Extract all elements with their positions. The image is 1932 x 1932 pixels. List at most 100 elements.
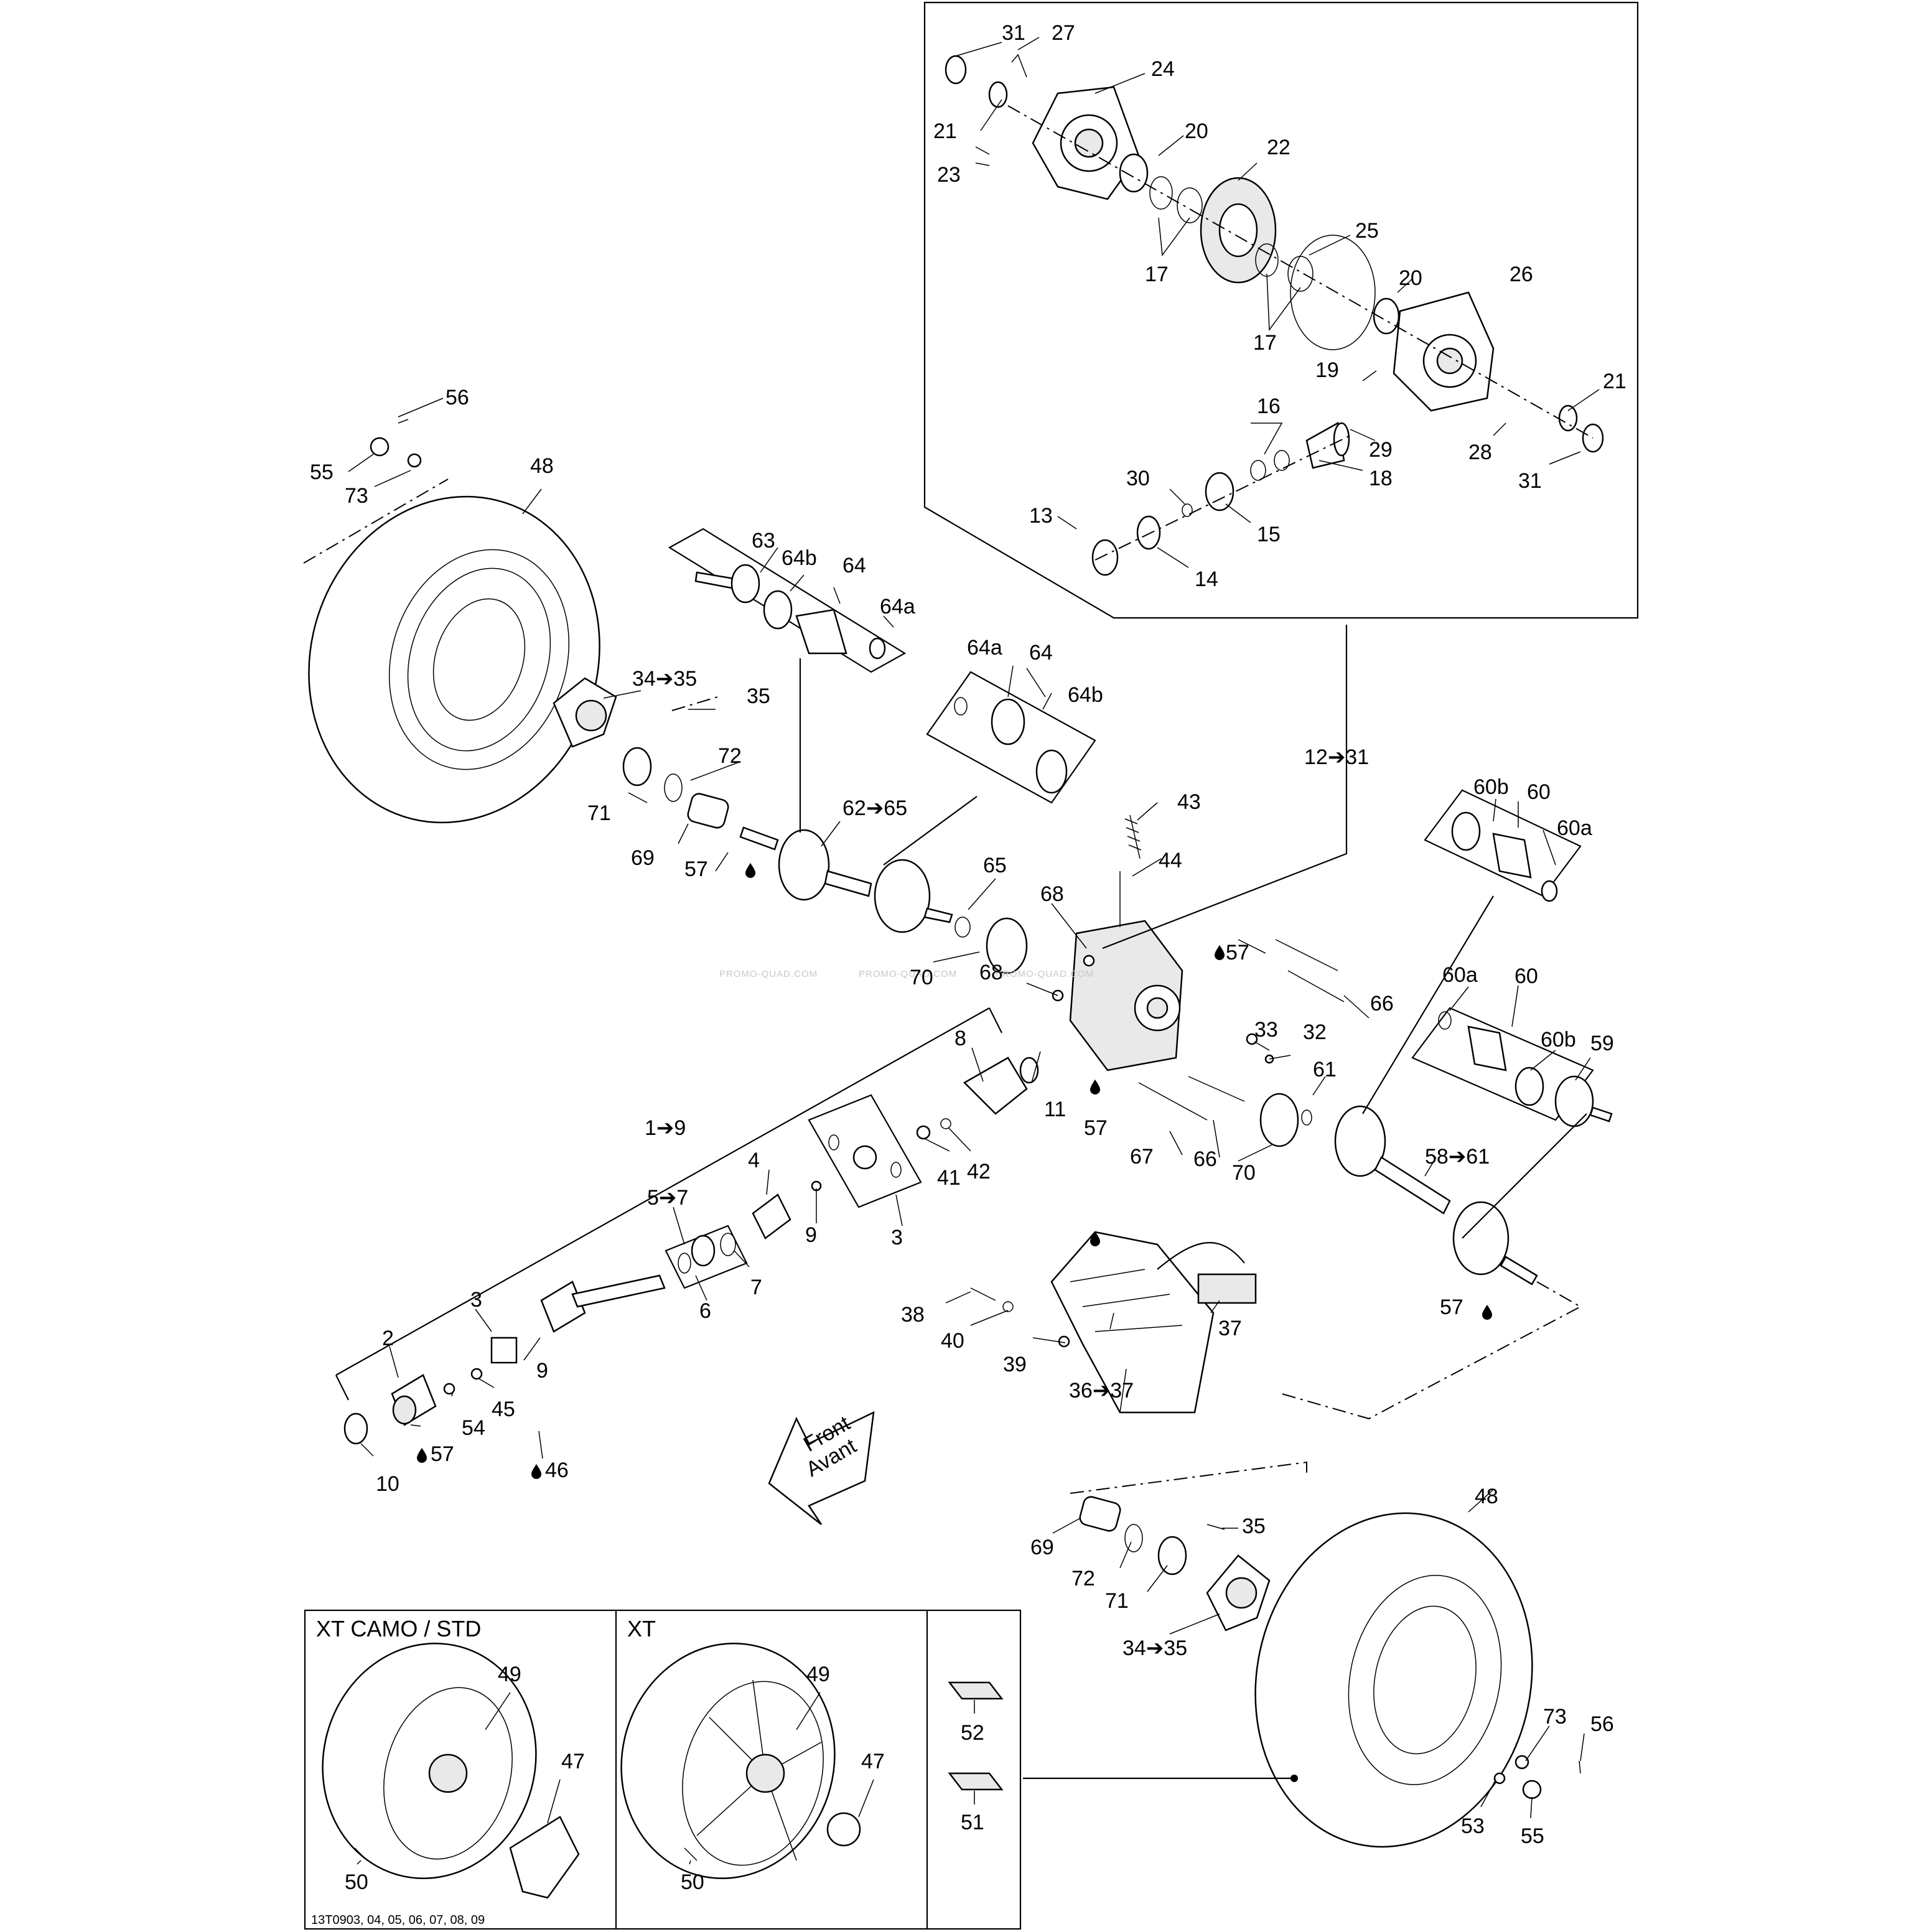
label-68: 68 (1040, 882, 1064, 906)
nut-55b (1522, 1780, 1542, 1799)
label-9: 9 (805, 1223, 817, 1247)
seal-71 (622, 747, 652, 786)
label-15: 15 (1257, 523, 1281, 546)
label-23: 23 (937, 163, 961, 187)
label-67: 67 (1130, 1145, 1154, 1169)
label-62-65: 62➔65 (842, 796, 907, 820)
bearing-20 (1119, 153, 1149, 193)
label-71: 71 (587, 801, 611, 825)
washer-42 (940, 1118, 951, 1129)
variant-title-xt-camo-std: XT CAMO / STD (316, 1616, 481, 1641)
label-35: 35 (747, 684, 770, 708)
label-33: 33 (1254, 1018, 1278, 1042)
label-68b: 68 (979, 961, 1003, 984)
wheel-rear-right (1254, 1512, 1533, 1848)
label-47b: 47 (861, 1750, 885, 1773)
label-55b: 55 (1521, 1824, 1544, 1848)
cv-joint-59 (1554, 1075, 1613, 1127)
seal-31-top (945, 55, 967, 85)
differential-inset (923, 1, 1639, 619)
label-60a-b: 60a (1442, 963, 1478, 987)
label-21: 21 (933, 119, 957, 143)
cotter-pin-56b (1579, 1760, 1581, 1774)
seal-10 (343, 1412, 368, 1445)
label-60b-b: 60b (1541, 1028, 1576, 1052)
label-26: 26 (1510, 263, 1533, 286)
label-21b: 21 (1603, 370, 1626, 393)
label-30: 30 (1126, 467, 1150, 490)
boot-kit-64-middle (926, 671, 1096, 804)
wheel-hub (553, 677, 617, 748)
label-3b: 3 (470, 1288, 482, 1312)
skid-guard (1050, 1231, 1215, 1414)
bearing-15 (1205, 472, 1234, 511)
drive-shaft-rear-right (1334, 1105, 1538, 1286)
label-64a-b: 64a (967, 636, 1002, 660)
bearing-69b (1079, 1496, 1121, 1532)
label-47: 47 (561, 1750, 585, 1773)
label-64: 64 (842, 554, 866, 577)
propeller-shaft (540, 1274, 666, 1333)
watermark-3: PROMO-QUAD.COM (996, 969, 1094, 979)
bolts-66 (1275, 939, 1345, 1002)
figure-code: 13T0903, 04, 05, 06, 07, 08, 09 (311, 1913, 485, 1927)
label-17b: 17 (1253, 331, 1277, 355)
label-51: 51 (961, 1811, 984, 1834)
label-34-35: 34➔35 (632, 667, 697, 691)
label-56b: 56 (1590, 1712, 1614, 1736)
label-6: 6 (699, 1299, 711, 1323)
differential-housing (1393, 291, 1495, 412)
label-36-37: 36➔37 (1069, 1379, 1134, 1402)
variant-title-xt: XT (627, 1616, 656, 1641)
stud-35b (1206, 1524, 1225, 1530)
watermark-1: PROMO-QUAD.COM (719, 969, 818, 979)
label-60: 60 (1527, 780, 1551, 804)
decal-52 (948, 1681, 1004, 1700)
label-54: 54 (462, 1416, 485, 1440)
label-48b: 48 (1475, 1485, 1498, 1508)
bearing-69 (687, 793, 729, 829)
label-39: 39 (1003, 1353, 1027, 1376)
clip-61 (1301, 1109, 1312, 1126)
label-59: 59 (1590, 1032, 1614, 1055)
nut-68a (1083, 954, 1095, 967)
seal-71b (1157, 1536, 1187, 1575)
label-58-61: 58➔61 (1425, 1145, 1490, 1169)
label-69: 69 (631, 846, 655, 870)
ring-72b (1124, 1524, 1143, 1552)
seal-13 (1091, 539, 1119, 576)
hub-cap-47 (509, 1816, 580, 1899)
label-25: 25 (1355, 219, 1379, 243)
label-64-b: 64 (1029, 641, 1053, 665)
cotter-pin-56 (398, 419, 409, 424)
drive-shaft-rear-left (739, 826, 953, 933)
label-49b: 49 (806, 1663, 830, 1686)
pinion-gear (1305, 422, 1350, 469)
rim-alloy (620, 1643, 836, 1879)
valve-50 (354, 1847, 368, 1861)
label-43: 43 (1177, 790, 1201, 814)
decal-51 (948, 1772, 1004, 1791)
front-direction-arrow: Front Avant (768, 1411, 875, 1525)
washer-73 (407, 453, 422, 468)
breather-27 (1011, 54, 1027, 78)
label-31: 31 (1002, 21, 1025, 45)
label-20b: 20 (1399, 266, 1422, 290)
label-64b: 64b (782, 546, 817, 570)
label-72: 72 (718, 744, 742, 768)
label-60-b: 60 (1514, 964, 1538, 988)
label-37: 37 (1218, 1317, 1242, 1340)
label-57e: 57 (1440, 1295, 1463, 1319)
nut-53 (1493, 1772, 1506, 1785)
label-69b: 69 (1030, 1536, 1054, 1559)
label-53: 53 (1461, 1814, 1485, 1838)
label-31b: 31 (1518, 469, 1542, 493)
label-57c: 57 (1084, 1116, 1108, 1140)
label-13: 13 (1029, 504, 1053, 528)
label-2: 2 (382, 1327, 394, 1350)
label-7: 7 (750, 1276, 762, 1299)
label-49: 49 (498, 1663, 521, 1686)
label-18: 18 (1369, 467, 1393, 490)
label-73b: 73 (1543, 1705, 1567, 1729)
seal-70b (1259, 1093, 1299, 1147)
